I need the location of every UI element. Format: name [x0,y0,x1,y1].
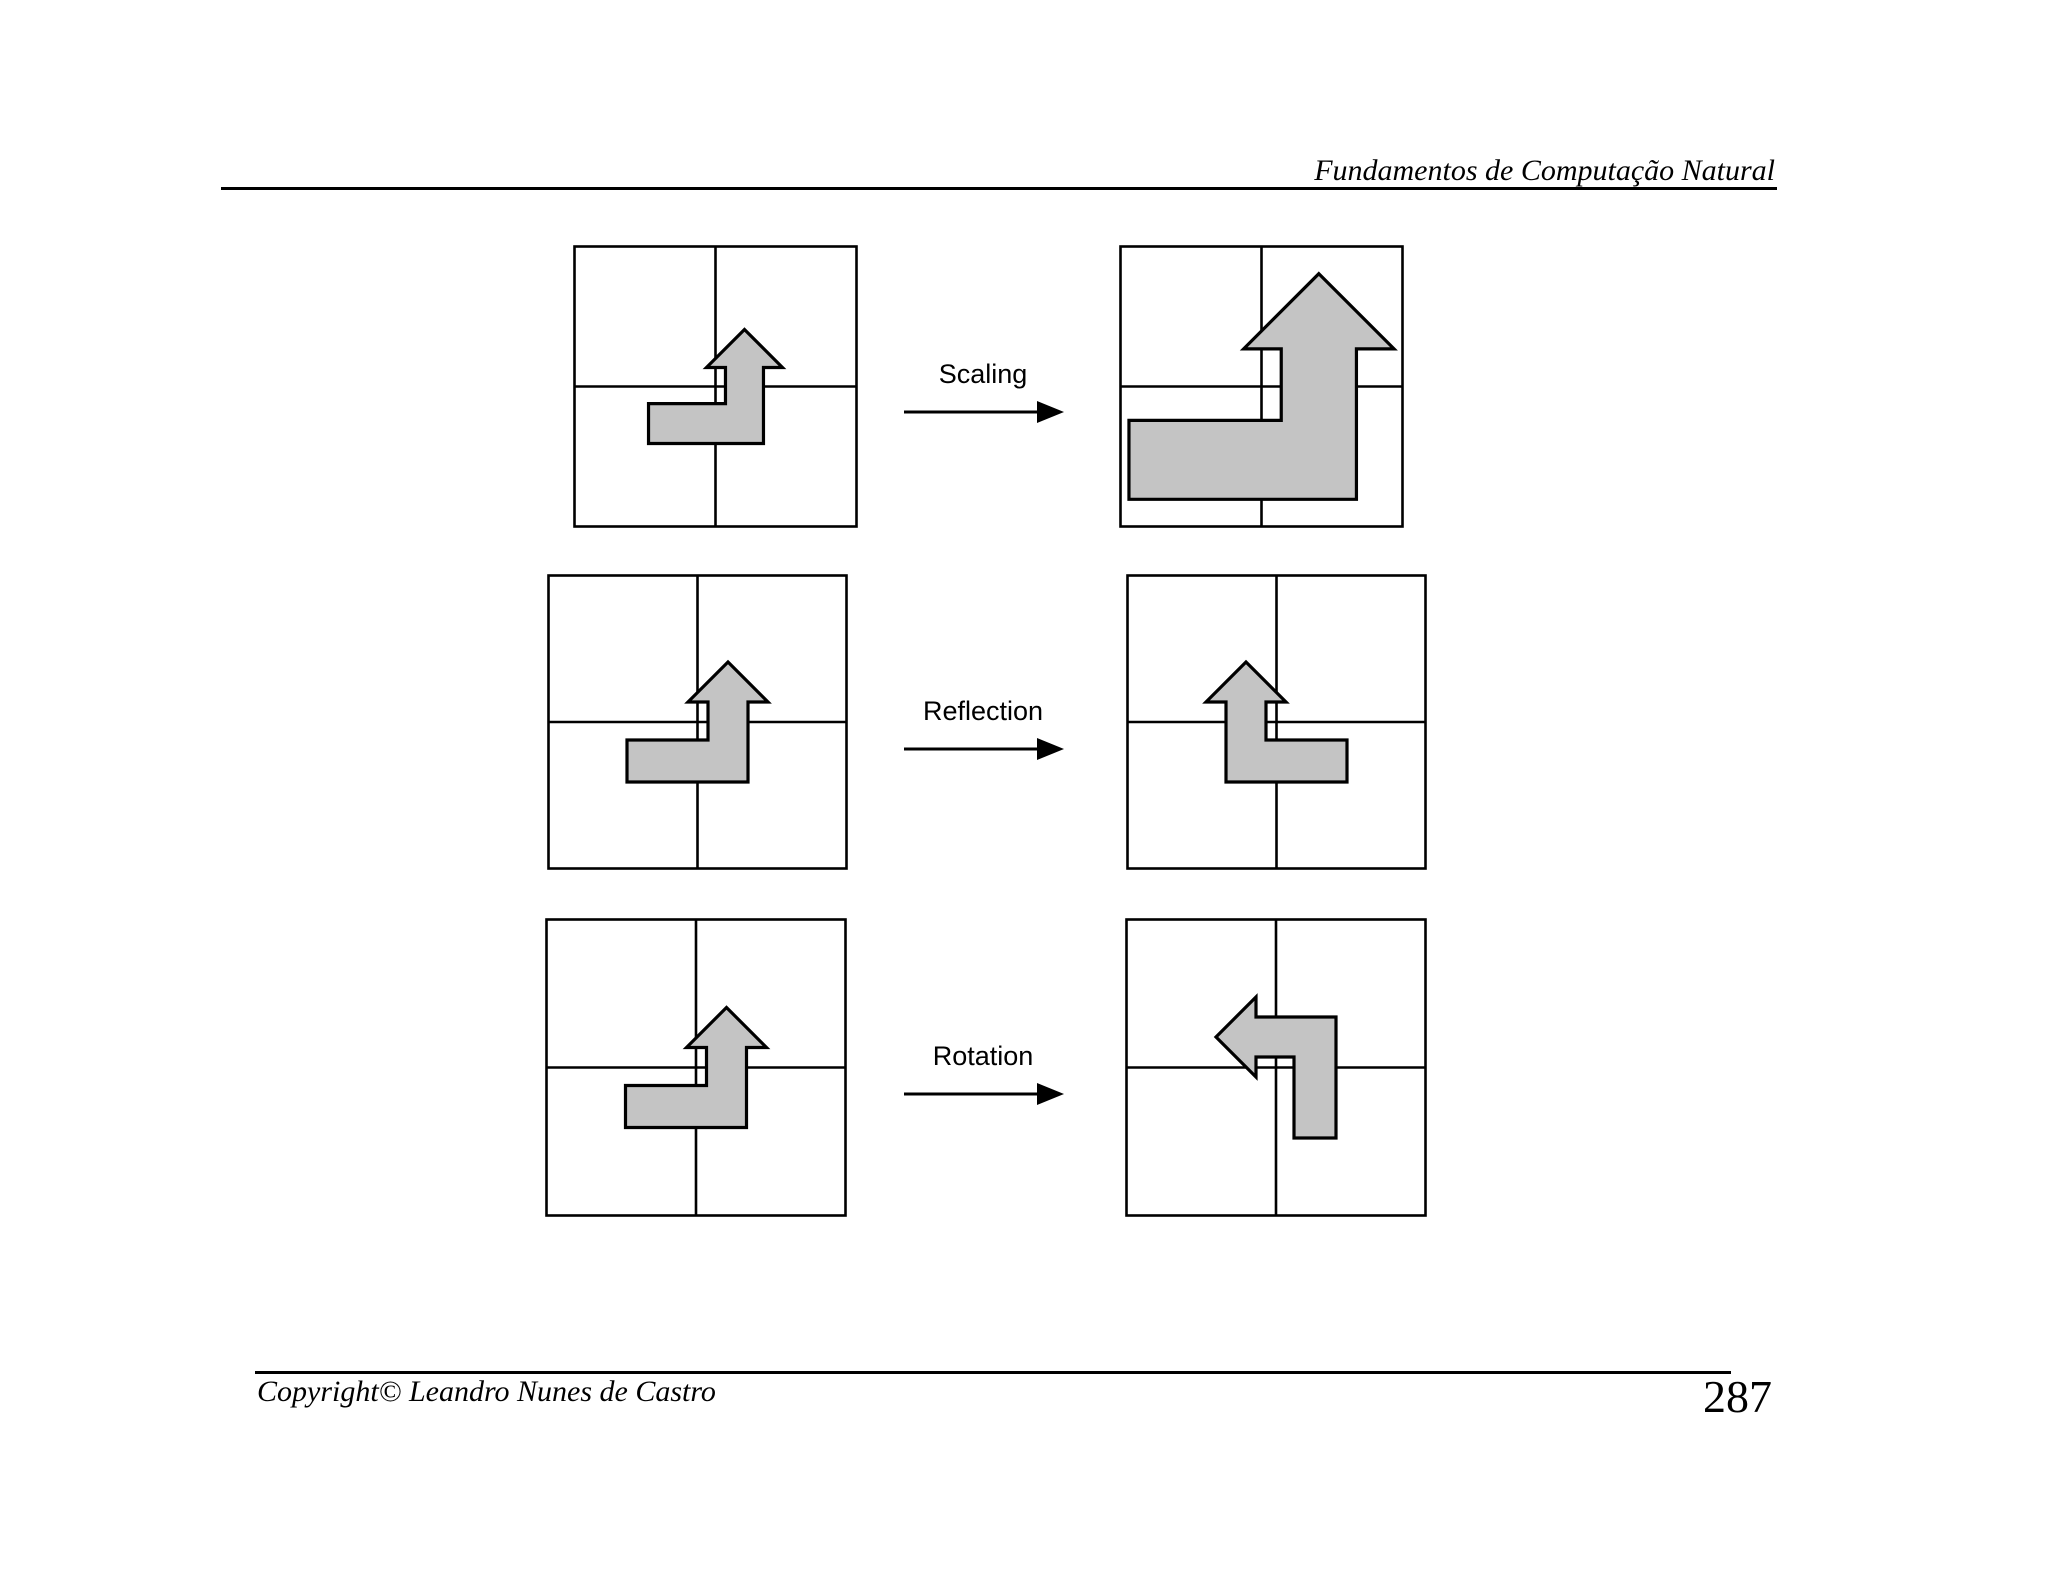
transform-label-rotation: Rotation [932,1041,1034,1071]
grid-after-reflection [1126,574,1427,870]
right-arrow-icon [904,738,1064,760]
bent-block-arrow-up-scaled-icon [1129,274,1394,500]
header-rule [221,187,1777,190]
page-number: 287 [1703,1371,1772,1422]
grid-after-rotation [1125,918,1427,1217]
grid-before-scaling [573,245,858,528]
bent-block-arrow-rotated-left-icon [1216,997,1336,1138]
right-arrow-icon [904,401,1064,423]
footer-rule [255,1371,1731,1374]
right-arrow-icon [904,1083,1064,1105]
transform-label-scaling: Scaling [938,359,1028,389]
grid-before-rotation [545,918,847,1217]
bent-block-arrow-up-icon [649,330,783,444]
grid-before-reflection [547,574,848,870]
footer-copyright: Copyright© Leandro Nunes de Castro [257,1375,716,1408]
bent-block-arrow-up-icon [626,1008,767,1128]
bent-block-arrow-up-icon [627,662,768,782]
bent-block-arrow-up-mirrored-icon [1206,662,1347,782]
transform-label-reflection: Reflection [922,696,1044,726]
page-header-title: Fundamentos de Computação Natural [1314,154,1775,187]
grid-after-scaling [1119,245,1404,528]
